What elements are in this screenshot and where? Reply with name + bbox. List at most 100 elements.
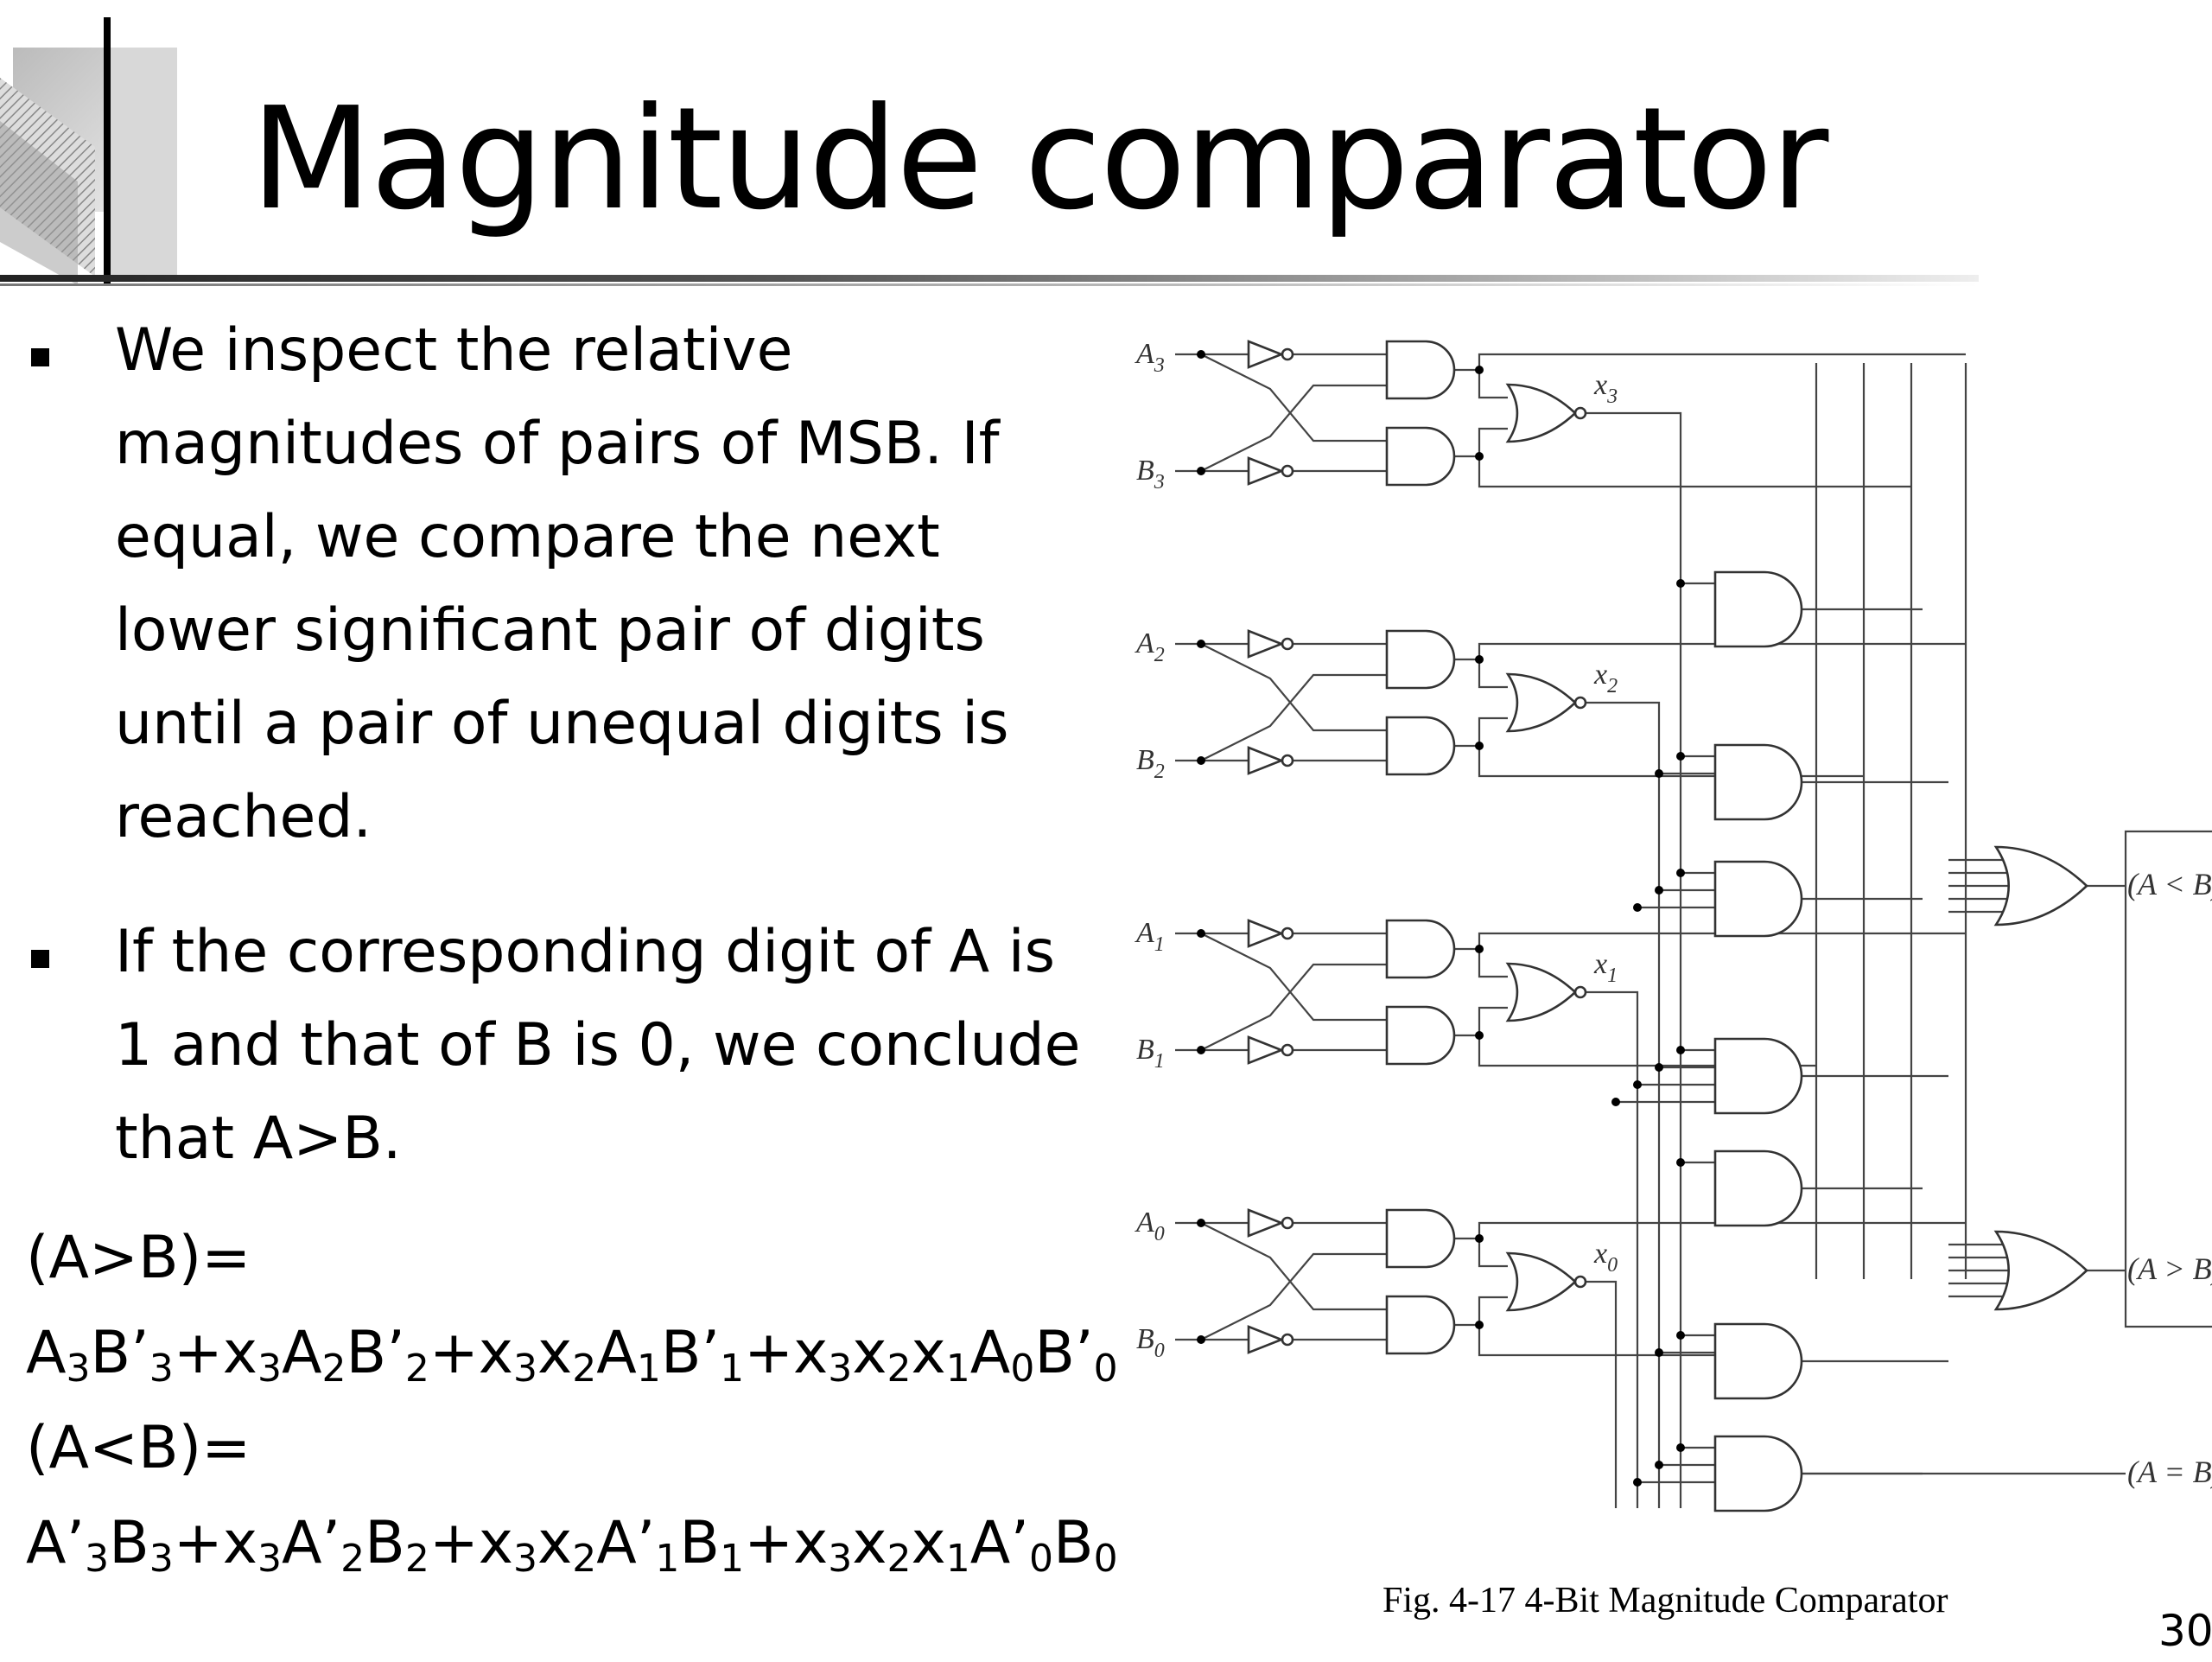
x-signal-label: x1 [1593, 948, 1618, 987]
and-gate [1713, 1149, 1803, 1227]
x-bus [1586, 701, 1661, 1508]
equation-term: B [365, 1509, 405, 1577]
junction-dot [1655, 1348, 1663, 1357]
equation-subscript: 1 [720, 1537, 745, 1581]
junction-dot [1655, 1063, 1663, 1072]
input-b-label-subscript: 0 [1154, 1340, 1165, 1362]
equation-subscript: 3 [828, 1347, 853, 1391]
nor-gate [1505, 962, 1577, 1022]
x-bus [1586, 990, 1639, 1508]
junction-dot [1655, 886, 1663, 895]
equation-subscript: 3 [85, 1537, 110, 1581]
and-gate [1385, 919, 1456, 979]
equation-term: x [537, 1509, 573, 1577]
and-gate [1713, 570, 1803, 648]
x-signal-label: x0 [1593, 1238, 1618, 1277]
input-b-label: B2 [1136, 744, 1165, 783]
junction-dot [1633, 1080, 1642, 1089]
junction-dot [1475, 945, 1484, 953]
inversion-bubble [1281, 1333, 1294, 1347]
equation-term: B [109, 1509, 149, 1577]
input-a-label-subscript: 0 [1154, 1223, 1165, 1245]
cross-wire [1200, 384, 1387, 472]
equation-subscript: 3 [828, 1537, 853, 1581]
equation-term: A’ [596, 1509, 656, 1577]
equation-subscript: 2 [404, 1347, 429, 1391]
and-output-wire [1478, 353, 1966, 370]
equation-subscript: 2 [321, 1347, 346, 1391]
cross-wire [1200, 1222, 1387, 1311]
not-gate [1247, 456, 1285, 486]
junction-dot [1197, 350, 1205, 359]
equation-term: A [596, 1319, 637, 1387]
circuit-junctions [1197, 350, 1685, 1487]
page-number: 30 [2158, 1606, 2212, 1656]
equation-term: x [852, 1319, 887, 1387]
x-signal-label-subscript: 3 [1606, 385, 1618, 408]
equation-term: +x [429, 1319, 514, 1387]
junction-dot [1676, 869, 1685, 877]
equation-subscript: 1 [945, 1537, 970, 1581]
and-output-wire [1478, 746, 1864, 778]
equation-subscript: 1 [636, 1347, 661, 1391]
equation-term: +x [744, 1319, 829, 1387]
equation-term: B’ [90, 1319, 149, 1387]
equation-term: A’ [282, 1509, 341, 1577]
wire [1478, 370, 1508, 399]
cross-wire [1200, 673, 1387, 761]
equation-subscript: 2 [404, 1537, 429, 1581]
wire [1478, 427, 1508, 456]
input-b-label: B0 [1136, 1323, 1165, 1362]
not-gate [1247, 1325, 1285, 1354]
junction-dot [1475, 452, 1484, 461]
junction-dot [1611, 1098, 1620, 1106]
not-gate [1247, 629, 1285, 659]
equation-subscript: 2 [887, 1347, 912, 1391]
wire [1478, 949, 1508, 978]
equation-term: A [26, 1319, 67, 1387]
not-gate [1247, 919, 1285, 948]
and-gate [1385, 1295, 1456, 1355]
and-output-wire [1478, 642, 1966, 659]
junction-dot [1655, 769, 1663, 778]
input-b-label: B3 [1136, 455, 1165, 494]
junction-dot [1633, 1478, 1642, 1487]
circuit-wires [1175, 353, 2212, 1508]
x-signal-label-subscript: 1 [1607, 965, 1618, 987]
equation-term: x [852, 1509, 887, 1577]
figure-caption: Fig. 4-17 4-Bit Magnitude Comparator [1382, 1581, 1948, 1621]
and-gate [1713, 1322, 1803, 1400]
junction-dot [1676, 1331, 1685, 1340]
inversion-bubble [1281, 927, 1294, 940]
nor-gate [1505, 383, 1577, 443]
junction-dot [1676, 1158, 1685, 1167]
x-signal-label: x3 [1593, 369, 1618, 408]
junction-dot [1676, 1046, 1685, 1054]
equation-term: B’ [346, 1319, 405, 1387]
and-gate [1385, 629, 1456, 690]
and-gate [1713, 1435, 1803, 1512]
gt-equation: A3B’3+x3A2B’2+x3x2A1B’1+x3x2x1A0B’0 [26, 1307, 1118, 1400]
not-gate [1247, 340, 1285, 369]
equation-term: x [911, 1509, 946, 1577]
equation-subscript: 0 [1028, 1537, 1053, 1581]
equation-subscript: 3 [66, 1347, 91, 1391]
equation-term: A [282, 1319, 322, 1387]
or-gate [1993, 1230, 2088, 1311]
equation-subscript: 3 [149, 1347, 174, 1391]
inversion-bubble [1281, 347, 1294, 361]
and-gate [1713, 860, 1803, 938]
inversion-bubble [1573, 985, 1587, 999]
input-a-label-subscript: 3 [1154, 354, 1165, 377]
junction-dot [1676, 579, 1685, 588]
wire [1478, 1006, 1508, 1035]
equation-subscript: 2 [572, 1537, 597, 1581]
inversion-bubble [1281, 754, 1294, 767]
input-a-label: A0 [1135, 1207, 1165, 1245]
output-label: (A = B) [2127, 1455, 2212, 1489]
junction-dot [1197, 467, 1205, 475]
equation-subscript: 2 [887, 1537, 912, 1581]
inversion-bubble [1281, 1216, 1294, 1230]
nor-gate [1505, 672, 1577, 733]
output-label: (A > B) [2127, 1251, 2212, 1286]
